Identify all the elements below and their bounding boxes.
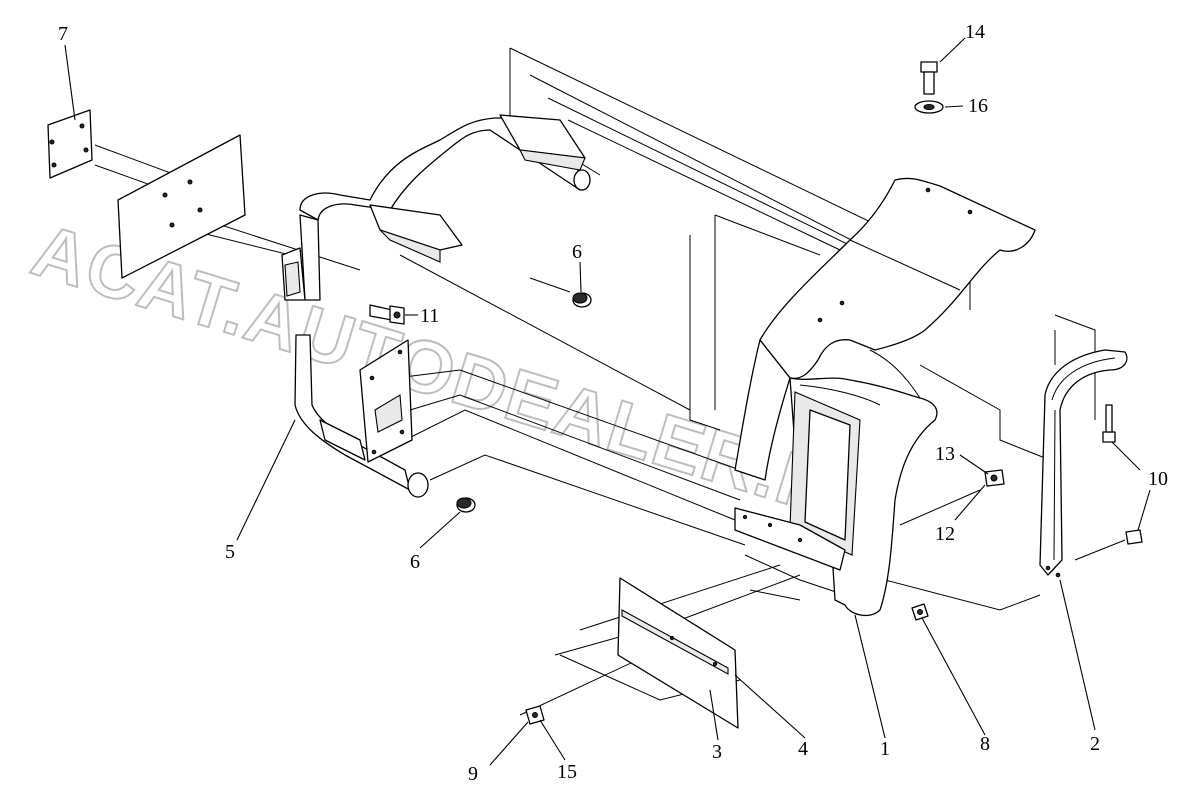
- part-1-main-cover: [734, 177, 1036, 617]
- callout-7: 7: [58, 23, 68, 45]
- callout-11: 15: [557, 761, 577, 783]
- part-3-lower-panel: [617, 577, 739, 729]
- part-16-washer: [914, 100, 944, 114]
- callout-1: 1: [880, 738, 890, 760]
- part-15-bolt: [920, 61, 938, 95]
- part-9-bolt-lower: [1125, 529, 1143, 545]
- callout-labels: 7 14 16 6 11 13 10 12 5 6 8 2 1 4 3 15 9: [58, 21, 1168, 785]
- callout-16: 16: [968, 95, 988, 117]
- callout-10: 9: [468, 763, 478, 785]
- part-6-cap-lower: [456, 497, 476, 513]
- part-2-side-bracket: [1039, 349, 1128, 578]
- part-12-bolt: [369, 304, 405, 325]
- callout-12: 11: [420, 305, 439, 327]
- part-6-cap-upper: [572, 292, 592, 308]
- part-13-bolt: [984, 469, 1005, 487]
- part-9-bolt: [1102, 404, 1116, 443]
- callout-9: 10: [1148, 468, 1168, 490]
- part-8-nut: [911, 603, 929, 621]
- callout-leader-lines: [64, 37, 1151, 766]
- callout-5: 5: [225, 541, 235, 563]
- callout-2: 2: [1090, 733, 1100, 755]
- callout-6-lower: 6: [410, 551, 420, 573]
- part-4-trim-strip: [621, 609, 729, 675]
- part-10-nut: [525, 705, 545, 725]
- part-7-mounting-plate: [47, 109, 246, 279]
- part-5-tube-frame: [281, 114, 591, 498]
- callout-3: 3: [712, 741, 722, 763]
- callout-4: 4: [798, 738, 808, 760]
- callout-8: 8: [980, 733, 990, 755]
- callout-6-upper: 6: [572, 241, 582, 263]
- callout-13: 12: [935, 523, 955, 545]
- callout-15: 14: [965, 21, 985, 43]
- callout-14: 13: [935, 443, 955, 465]
